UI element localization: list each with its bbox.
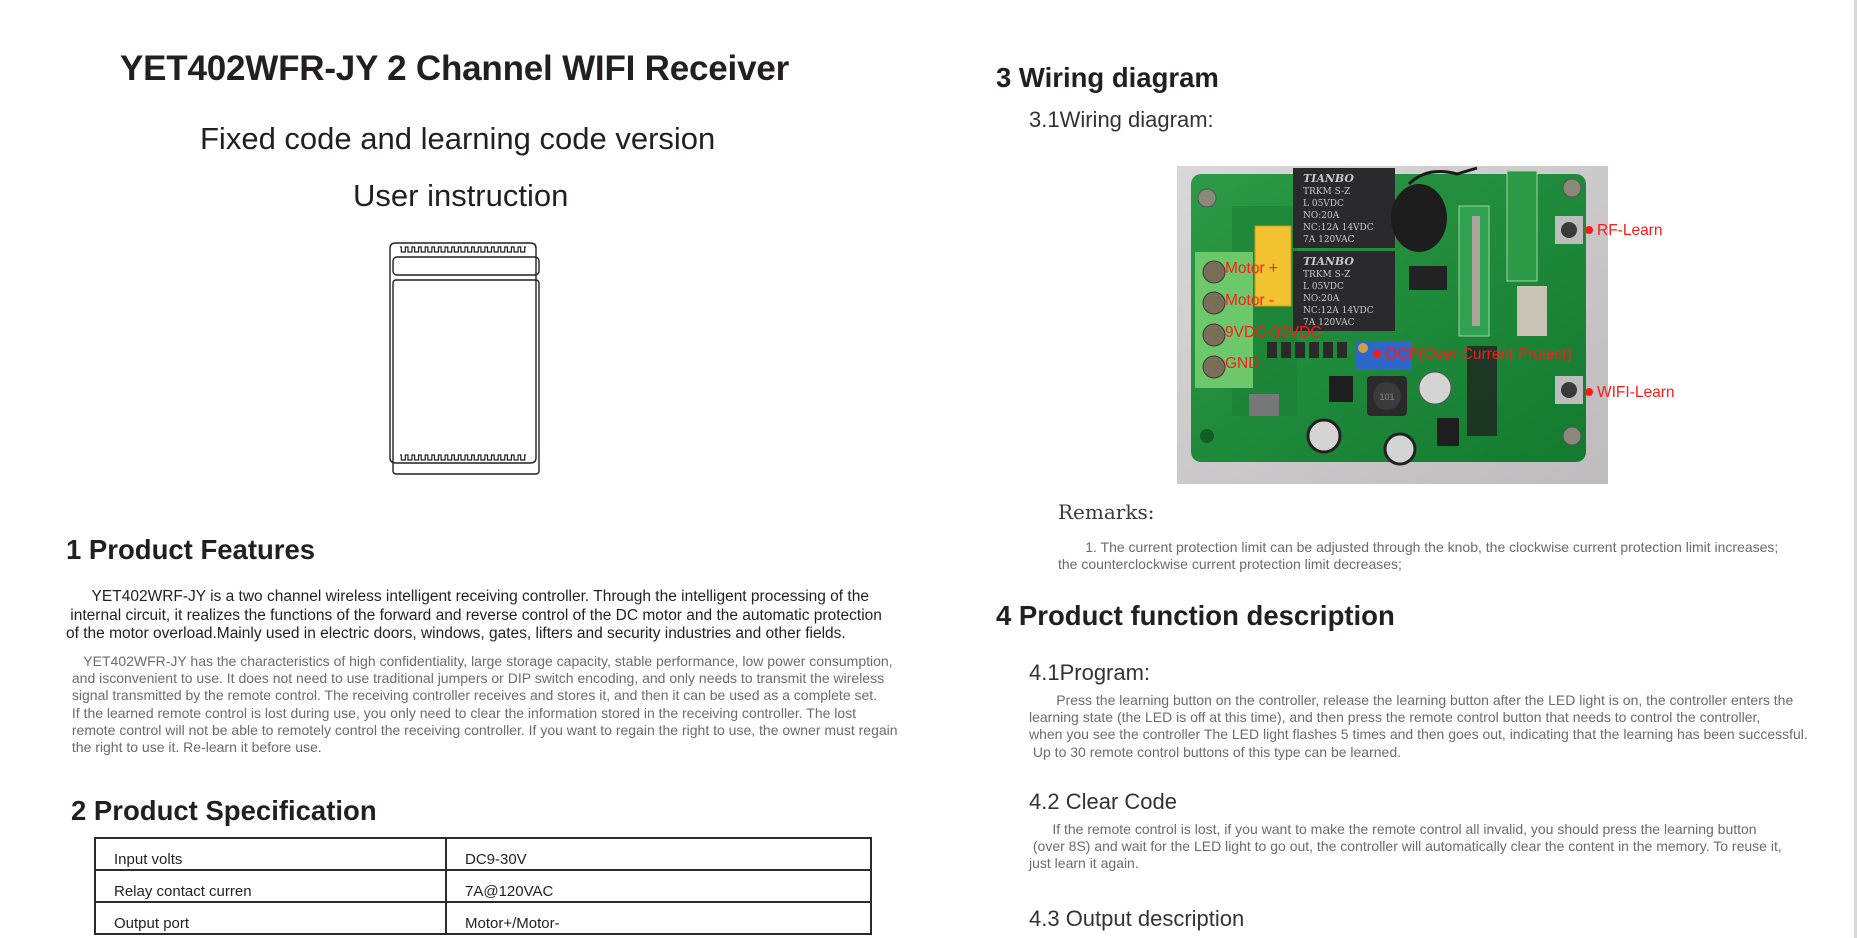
paragraph-line: Up to 30 remote control buttons of this … — [1029, 743, 1401, 760]
label-rf-learn: RF-Learn — [1585, 222, 1662, 240]
label-gnd: GND — [1225, 355, 1260, 372]
features-paragraph-1: YET402WRF-JY is a two channel wireless i… — [66, 588, 882, 644]
wiring-diagram-photo: TIANBO TRKM S-Z L 05VDC NO:20A NC:12A 14VDC 7… — [1177, 166, 1608, 484]
paragraph-line: remote control will not be able to remot… — [68, 721, 898, 738]
paragraph-line: YET402WRF-JY is a two channel wireless i… — [66, 588, 869, 605]
paragraph-line: of the motor overload.Mainly used in ele… — [66, 625, 846, 642]
relay-print-text: TRKM S-Z — [1303, 270, 1350, 280]
label-ocp-text: OCP(Over Current Protect) — [1385, 346, 1572, 363]
paragraph-line: If the remote control is lost, if you wa… — [1029, 821, 1757, 837]
remarks-text: 1. The current protection limit can be a… — [1058, 539, 1778, 573]
relay-2 — [1293, 251, 1395, 331]
marker-dot-icon — [1585, 225, 1593, 234]
spec-value: 7A@120VAC — [445, 869, 872, 903]
clear-code-text: If the remote control is lost, if you wa… — [1029, 821, 1782, 873]
spec-label: Output port — [94, 901, 447, 935]
relay-print-text: 7A 120VAC — [1303, 318, 1355, 328]
label-rf-learn-text: RF-Learn — [1597, 222, 1663, 239]
label-ocp: OCP(Over Current Protect) — [1373, 346, 1572, 364]
relay-print-text: TIANBO — [1303, 172, 1354, 185]
document-subtitle-2: User instruction — [353, 178, 569, 213]
paragraph-line: and isconvenient to use. It does not nee… — [68, 670, 885, 687]
spec-label: Input volts — [94, 837, 447, 871]
paragraph-line: If the learned remote control is lost du… — [68, 704, 857, 721]
pcb-board-illustration: TIANBO TRKM S-Z L 05VDC NO:20A NC:12A 14VDC 7… — [1177, 166, 1608, 484]
paragraph-line: learning state (the LED is off at this t… — [1029, 709, 1761, 726]
document-title: YET402WFR-JY 2 Channel WIFI Receiver — [120, 49, 790, 88]
table-row: Input volts DC9-30V — [94, 837, 872, 871]
relay-print-text: NO:20A — [1303, 294, 1340, 304]
section-1-heading: 1 Product Features — [66, 534, 316, 565]
relay-1 — [1293, 168, 1395, 248]
marker-dot-icon — [1373, 349, 1381, 358]
spec-value: Motor+/Motor- — [445, 901, 872, 935]
label-power-input: 9VDC-30VDC — [1225, 324, 1322, 341]
relay-print-text: NC:12A 14VDC — [1303, 306, 1374, 316]
table-row: Output port Motor+/Motor- — [94, 901, 872, 935]
paragraph-line: 1. The current protection limit can be a… — [1058, 539, 1779, 555]
paragraph-line: internal circuit, it realizes the functi… — [66, 606, 882, 624]
paragraph-line: just learn it again. — [1029, 855, 1139, 872]
paragraph-line: when you see the controller The LED ligh… — [1029, 726, 1808, 743]
label-motor-plus: Motor + — [1225, 260, 1278, 277]
page-edge-scrollbar[interactable] — [1854, 0, 1857, 938]
relay-print-text: NC:12A 14VDC — [1303, 223, 1374, 233]
section-4-2-heading: 4.2 Clear Code — [1029, 789, 1177, 814]
label-wifi-learn-text: WIFI-Learn — [1597, 384, 1675, 401]
paragraph-line: the counterclockwise current protection … — [1058, 556, 1402, 573]
section-3-1-heading: 3.1Wiring diagram: — [1029, 107, 1214, 132]
relay-print-text: L 05VDC — [1303, 282, 1344, 292]
remarks-heading: Remarks: — [1058, 500, 1155, 524]
relay-print-text: 7A 120VAC — [1303, 235, 1355, 245]
paragraph-line: the right to use it. Re-learn it before … — [68, 739, 322, 756]
table-row: Relay contact curren 7A@120VAC — [94, 869, 872, 903]
label-wifi-learn: WIFI-Learn — [1585, 384, 1675, 402]
relay-print-text: TRKM S-Z — [1303, 187, 1350, 197]
features-paragraph-2: YET402WFR-JY has the characteristics of … — [68, 653, 898, 756]
paragraph-line: signal transmitted by the remote control… — [68, 687, 878, 704]
section-4-heading: 4 Product function description — [996, 600, 1395, 631]
marker-dot-icon — [1585, 387, 1593, 396]
specification-table: Input volts DC9-30V Relay contact curren… — [94, 837, 872, 935]
section-2-heading: 2 Product Specification — [71, 795, 377, 826]
spec-value: DC9-30V — [445, 837, 872, 871]
relay-print-text: NO:20A — [1303, 211, 1340, 221]
program-text: Press the learning button on the control… — [1029, 692, 1808, 761]
paragraph-line: (over 8S) and wait for the LED light to … — [1029, 838, 1782, 855]
svg-text:101: 101 — [1379, 392, 1394, 402]
section-4-3-heading: 4.3 Output description — [1029, 906, 1245, 931]
device-outline-illustration — [389, 242, 540, 475]
document-subtitle: Fixed code and learning code version — [200, 121, 716, 156]
section-4-1-heading: 4.1Program: — [1029, 660, 1151, 685]
paragraph-line: YET402WFR-JY has the characteristics of … — [68, 653, 893, 669]
relay-print-text: TIANBO — [1303, 255, 1354, 268]
spec-label: Relay contact curren — [94, 869, 447, 903]
label-motor-minus: Motor - — [1225, 292, 1275, 309]
section-3-heading: 3 Wiring diagram — [996, 62, 1219, 93]
relay-print-text: L 05VDC — [1303, 199, 1344, 209]
paragraph-line: Press the learning button on the control… — [1029, 692, 1794, 708]
